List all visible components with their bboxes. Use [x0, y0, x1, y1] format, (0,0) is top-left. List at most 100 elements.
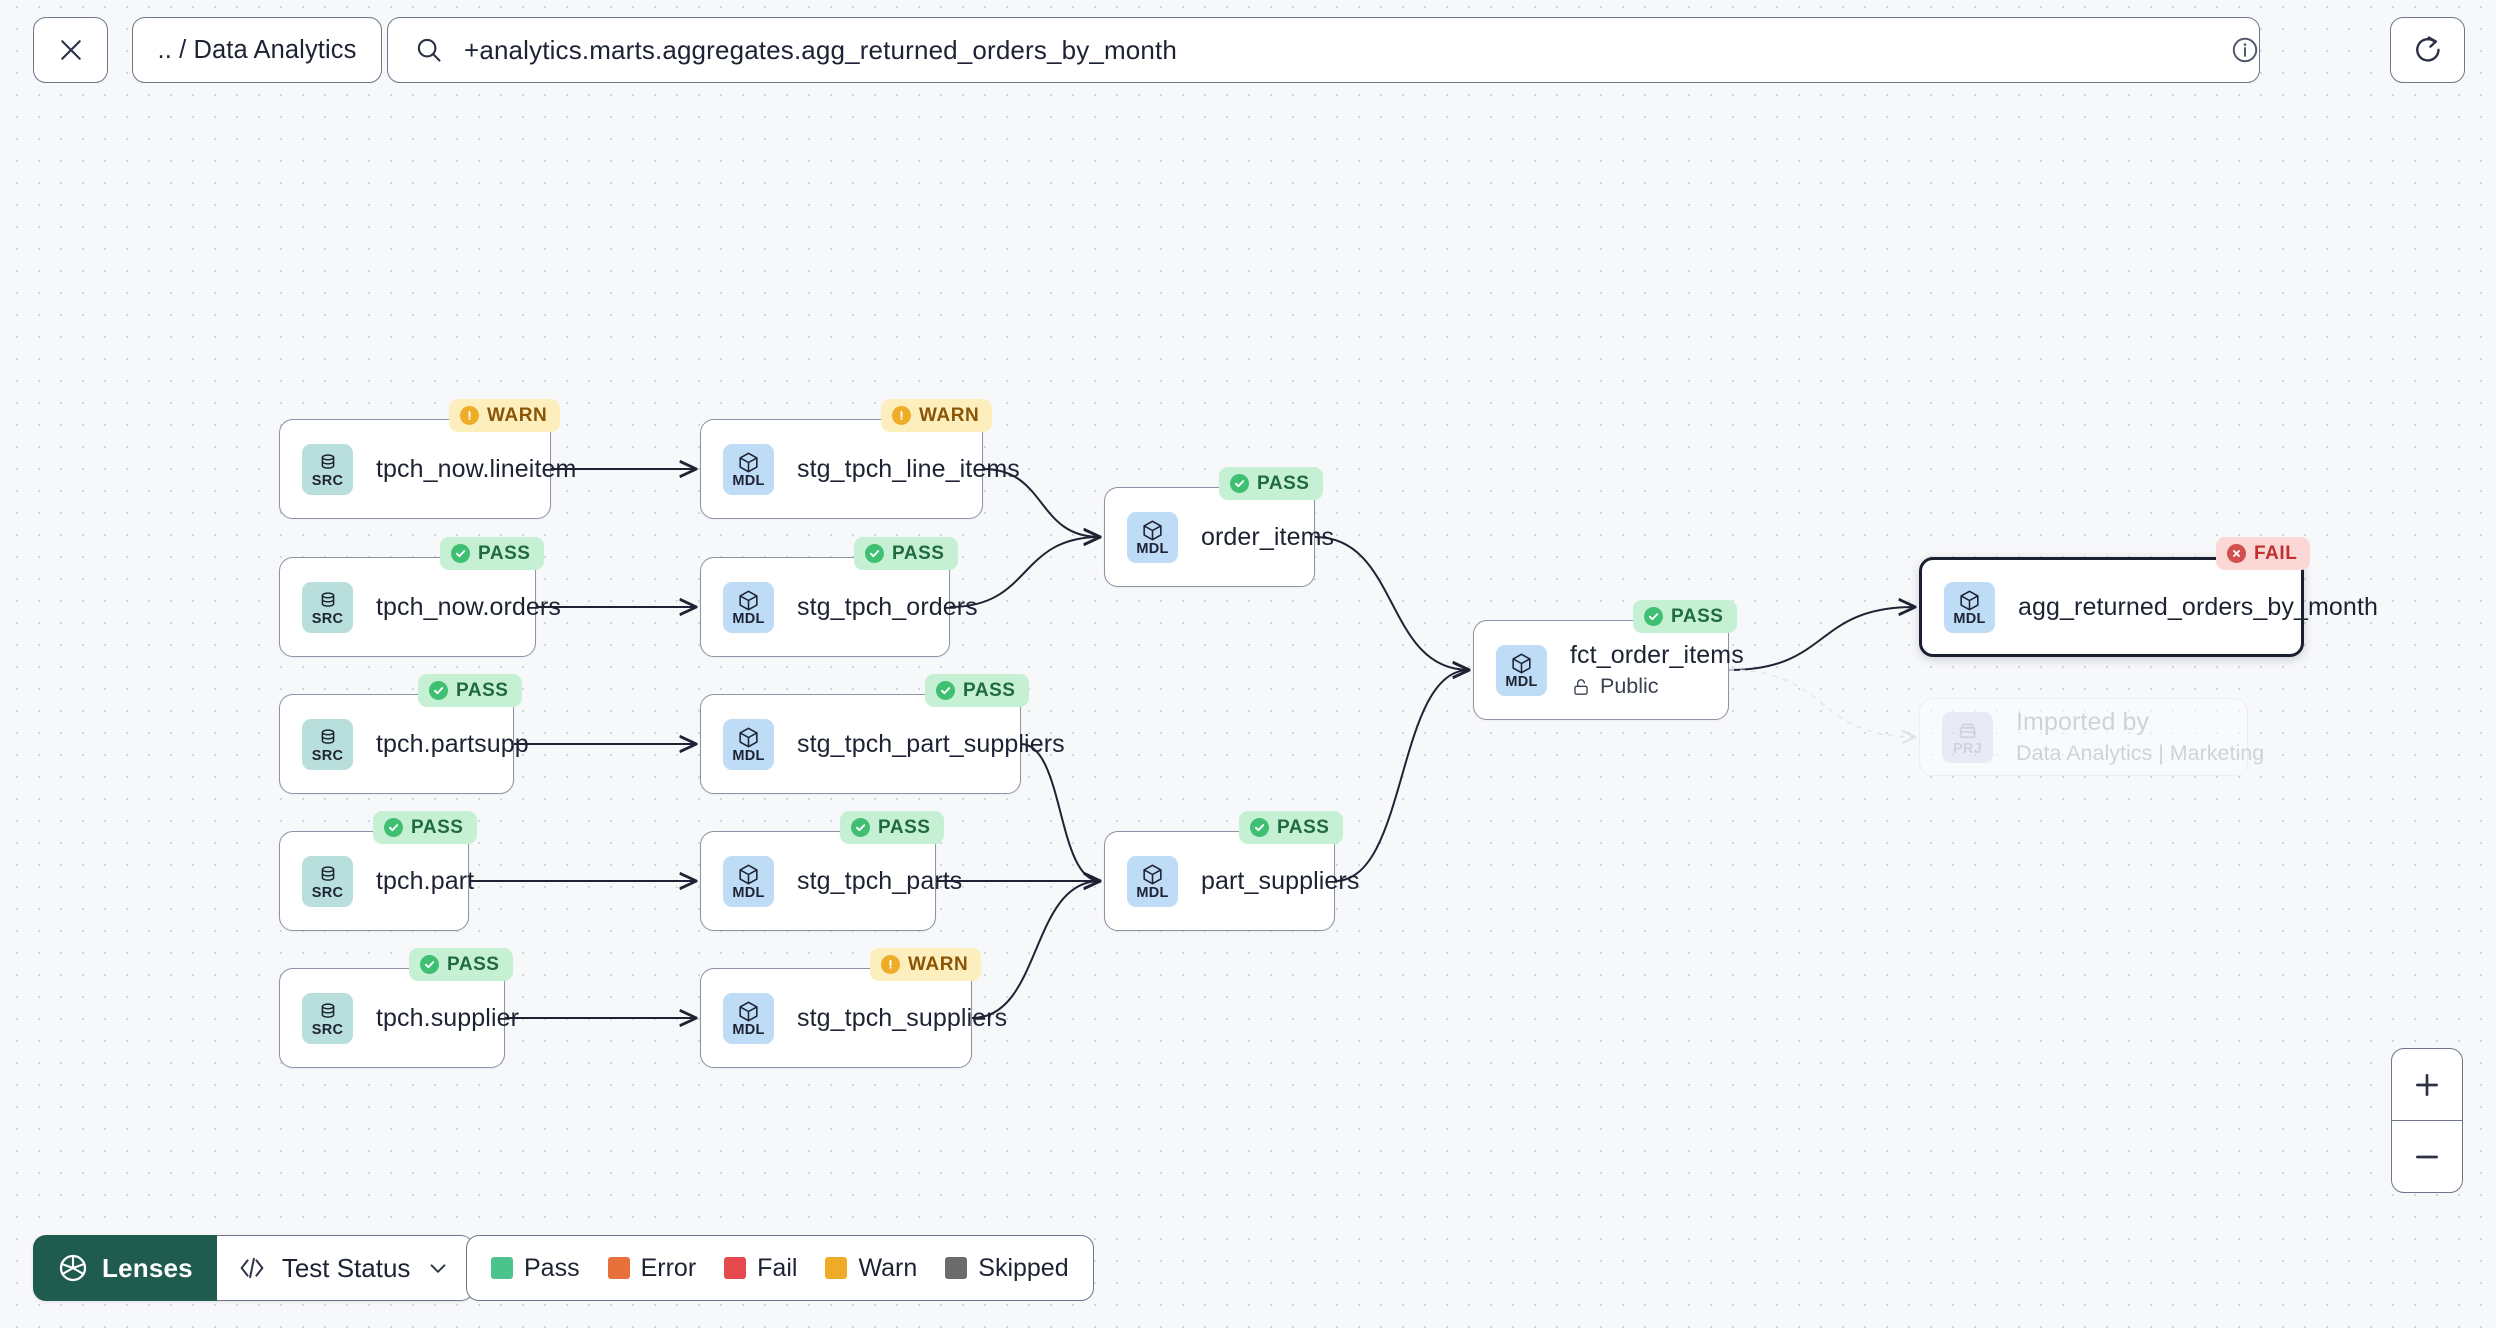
lenses-group: Lenses Test Status [33, 1235, 475, 1301]
breadcrumb[interactable]: .. / Data Analytics [132, 17, 382, 83]
status-badge-pass: PASS [840, 811, 944, 844]
bottom-toolbar: Lenses Test Status Pass Error Fail Warn Skip… [0, 1208, 2496, 1328]
legend-item-warn[interactable]: Warn [825, 1254, 917, 1283]
status-badge-label: PASS [447, 953, 500, 975]
status-badge-label: PASS [892, 542, 945, 564]
database-icon [321, 591, 334, 607]
node-body: agg_returned_orders_by_month [2018, 593, 2378, 622]
node-type-icon-src: SRC [302, 581, 353, 633]
breadcrumb-label: .. / Data Analytics [157, 35, 357, 64]
node-title: order_items [1201, 522, 1335, 551]
node-type-label: MDL [1505, 674, 1538, 690]
node-body: stg_tpch_parts [797, 867, 962, 896]
node-type-icon-prj: PRJ [1942, 711, 1993, 763]
test-status-dropdown[interactable]: Test Status [216, 1235, 475, 1301]
node-body: stg_tpch_part_suppliers [797, 730, 1065, 759]
database-icon [321, 453, 334, 469]
status-badge-pass: PASS [854, 537, 958, 570]
legend-label: Pass [524, 1253, 580, 1282]
node-body: order_items [1201, 523, 1334, 552]
graph-node-stg_tpch_part_suppliers[interactable]: MDL stg_tpch_part_suppliers [700, 694, 1065, 794]
status-dot [936, 681, 955, 700]
lenses-label: Lenses [102, 1252, 193, 1283]
node-title: tpch.supplier [376, 1003, 520, 1032]
zoom-controls [2391, 1048, 2463, 1193]
status-dot [851, 818, 870, 837]
zoom-out-button[interactable] [2392, 1120, 2462, 1192]
status-badge-pass: PASS [1219, 467, 1323, 500]
legend-swatch [945, 1257, 968, 1279]
node-body: part_suppliers [1201, 867, 1359, 896]
status-dot [384, 818, 403, 837]
search-bar[interactable]: +analytics.marts.aggregates.agg_returned… [387, 17, 2260, 83]
node-title: stg_tpch_part_suppliers [797, 729, 1065, 758]
cube-icon [739, 590, 758, 611]
legend-label: Error [640, 1253, 697, 1282]
graph-node-order_items[interactable]: MDL order_items [1104, 487, 1334, 587]
node-type-label: MDL [732, 1022, 765, 1038]
project-icon [1959, 723, 1976, 738]
node-type-icon-mdl: MDL [1944, 581, 1995, 633]
node-type-label: PRJ [1952, 741, 1983, 757]
legend-item-error[interactable]: Error [607, 1253, 697, 1283]
refresh-icon [2415, 36, 2440, 62]
search-input[interactable]: +analytics.marts.aggregates.agg_returned… [464, 34, 1177, 65]
status-dot [451, 544, 470, 563]
node-type-icon-mdl: MDL [723, 581, 774, 633]
node-type-label: MDL [1136, 541, 1169, 557]
refresh-button[interactable] [2390, 17, 2465, 83]
status-badge-label: WARN [908, 953, 969, 975]
status-badge-pass: PASS [440, 537, 544, 570]
info-icon [2232, 37, 2258, 63]
node-type-icon-src: SRC [302, 443, 353, 495]
status-badge-label: PASS [1257, 472, 1310, 494]
status-badge-pass: PASS [1633, 600, 1737, 633]
info-button[interactable] [2229, 34, 2261, 66]
legend-swatch [491, 1257, 513, 1279]
zoom-in-button[interactable] [2392, 1049, 2462, 1120]
lenses-button[interactable]: Lenses [33, 1235, 217, 1301]
status-dot [460, 406, 479, 425]
legend-item-pass[interactable]: Pass [491, 1254, 580, 1283]
cube-icon [1143, 864, 1162, 885]
status-badge-label: PASS [878, 816, 931, 838]
legend-item-skipped[interactable]: Skipped [945, 1254, 1069, 1283]
node-type-icon-src: SRC [302, 718, 353, 770]
node-subtitle-text: Data Analytics | Marketing [2016, 741, 2265, 765]
node-body: tpch.partsupp [376, 730, 529, 759]
graph-node-tpch_partsupp[interactable]: SRC tpch.partsupp [279, 694, 529, 794]
node-type-icon-src: SRC [302, 855, 353, 907]
node-type-label: SRC [311, 747, 344, 764]
database-icon [321, 728, 334, 744]
node-type-icon-mdl: MDL [723, 718, 774, 770]
status-badge-label: WARN [919, 404, 980, 426]
status-dot [1644, 607, 1663, 626]
close-button[interactable] [33, 17, 108, 83]
legend-swatch [825, 1257, 848, 1279]
status-badge-label: PASS [456, 679, 509, 701]
status-dot [1230, 474, 1249, 493]
node-title: stg_tpch_parts [797, 866, 963, 895]
legend-item-fail[interactable]: Fail [724, 1254, 797, 1283]
status-badge-warn: WARN [881, 399, 993, 432]
graph-node-agg_returned_orders[interactable]: MDL agg_returned_orders_by_month [1919, 557, 2378, 657]
node-type-label: MDL [732, 611, 765, 627]
status-badge-label: PASS [1671, 605, 1724, 627]
status-dot [429, 681, 448, 700]
node-type-icon-mdl: MDL [723, 443, 774, 495]
node-title: agg_returned_orders_by_month [2018, 592, 2378, 621]
node-type-label: MDL [732, 748, 765, 764]
database-icon [321, 865, 334, 881]
